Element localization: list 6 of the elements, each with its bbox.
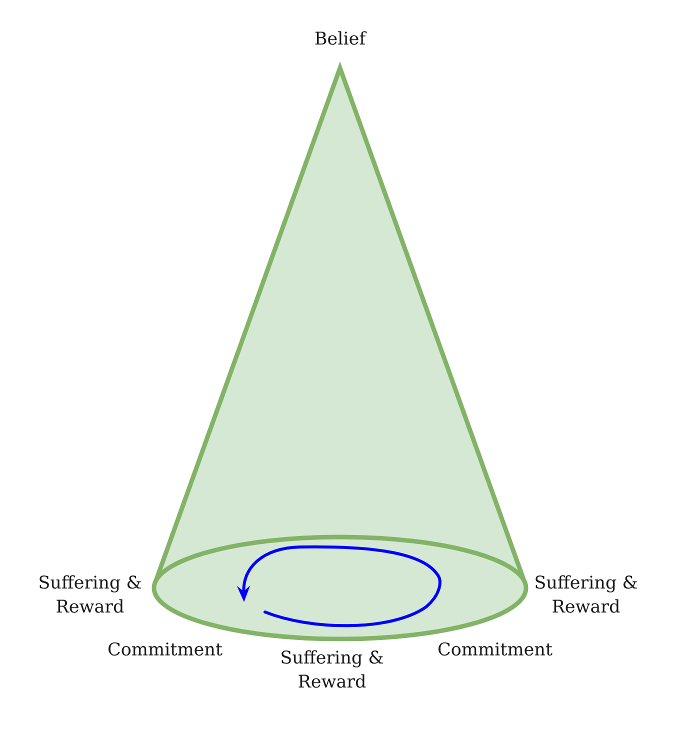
label: Suffering & Reward xyxy=(40,575,141,613)
label: Belief xyxy=(315,31,367,45)
label: Commitment xyxy=(438,642,552,656)
label: Suffering & Reward xyxy=(536,575,637,613)
label: Commitment xyxy=(108,642,222,656)
label: Suffering & Reward xyxy=(282,650,383,688)
